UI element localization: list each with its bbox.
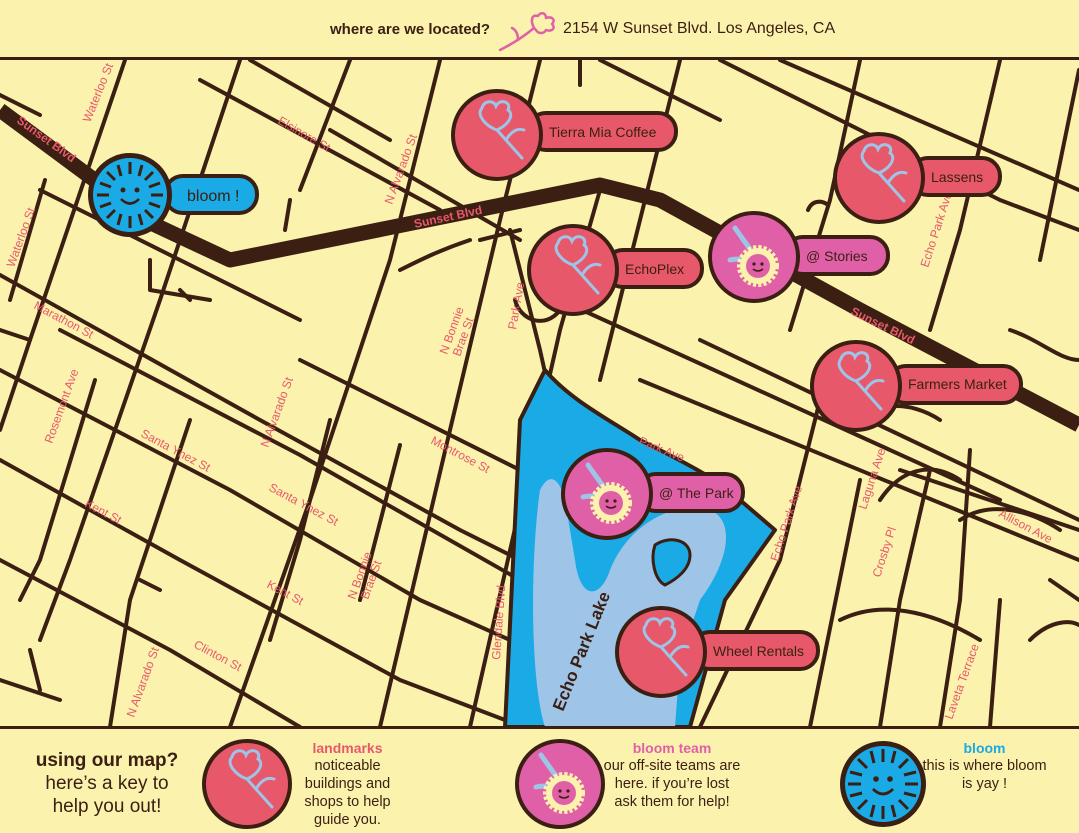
address-text: 2154 W Sunset Blvd. Los Angeles, CA	[563, 20, 836, 37]
legend-landmarks: landmarks noticeable buildings and shops…	[290, 739, 405, 829]
legend-team-text: our off-site teams are here. if you’re l…	[603, 758, 741, 810]
sun-icon	[97, 162, 163, 228]
legend-intro-line1: using our map?	[35, 750, 179, 771]
landmark-marker-wheel[interactable]: Wheel Rentals	[615, 606, 820, 698]
legend-intro-line2: here’s a key to	[45, 773, 169, 794]
location-question: where are we located?	[330, 21, 491, 38]
legend-bloom-icon	[840, 741, 926, 827]
legend-landmarks-text: noticeable buildings and shops to help g…	[304, 758, 391, 828]
flower-icon	[837, 351, 885, 411]
flower-icon	[642, 617, 690, 677]
map-legend: using our map? here’s a key to help you …	[0, 726, 1079, 833]
wheel-label: Wheel Rentals	[713, 643, 804, 659]
label-glendale: Glendale Blvd	[489, 585, 508, 661]
lake-island	[651, 538, 692, 587]
legend-intro-line3: help you out!	[52, 796, 162, 817]
stories-label: @ Stories	[806, 248, 868, 264]
tierra-label: Tierra Mia Coffee	[549, 124, 657, 140]
legend-landmarks-title: landmarks	[312, 740, 383, 756]
minor-streets	[0, 60, 1079, 727]
flower-icon	[498, 12, 555, 52]
landmark-marker-lassens[interactable]: Lassens	[833, 132, 1002, 224]
flower-icon	[860, 143, 908, 203]
landmark-marker-farmers[interactable]: Farmers Market	[810, 340, 1023, 432]
team-marker-stories[interactable]: @ Stories	[708, 211, 890, 303]
thepark-label: @ The Park	[659, 485, 735, 501]
legend-team-icon	[515, 739, 605, 829]
legend-landmark-icon	[202, 739, 292, 829]
legend-team: bloom team our off-site teams are here. …	[603, 739, 741, 811]
legend-bloom-title: bloom	[963, 740, 1006, 756]
legend-bloom-text: this is where bloom is yay !	[922, 758, 1047, 792]
landmark-marker-echoplex[interactable]: EchoPlex	[527, 224, 704, 316]
bloom-marker-label: bloom !	[187, 188, 239, 205]
lassens-label: Lassens	[931, 169, 983, 185]
legend-intro: using our map? here’s a key to help you …	[22, 749, 192, 818]
landmark-marker-tierra[interactable]: Tierra Mia Coffee	[451, 89, 678, 181]
street-map: Sunset Blvd Sunset Blvd Sunset Blvd Wate…	[0, 60, 1079, 727]
legend-bloom: bloom this is where bloom is yay !	[922, 739, 1047, 793]
header-bar: where are we located? 2154 W Sunset Blvd…	[0, 0, 1079, 60]
team-marker-thepark[interactable]: @ The Park	[561, 448, 745, 540]
team-flower-icon	[580, 462, 632, 524]
team-flower-icon	[727, 225, 779, 287]
legend-team-title: bloom team	[632, 740, 712, 756]
bloom-marker[interactable]: bloom !	[88, 153, 259, 237]
flower-icon	[554, 235, 602, 295]
flower-icon	[478, 100, 526, 160]
farmers-label: Farmers Market	[908, 376, 1007, 392]
echoplex-label: EchoPlex	[625, 261, 684, 277]
